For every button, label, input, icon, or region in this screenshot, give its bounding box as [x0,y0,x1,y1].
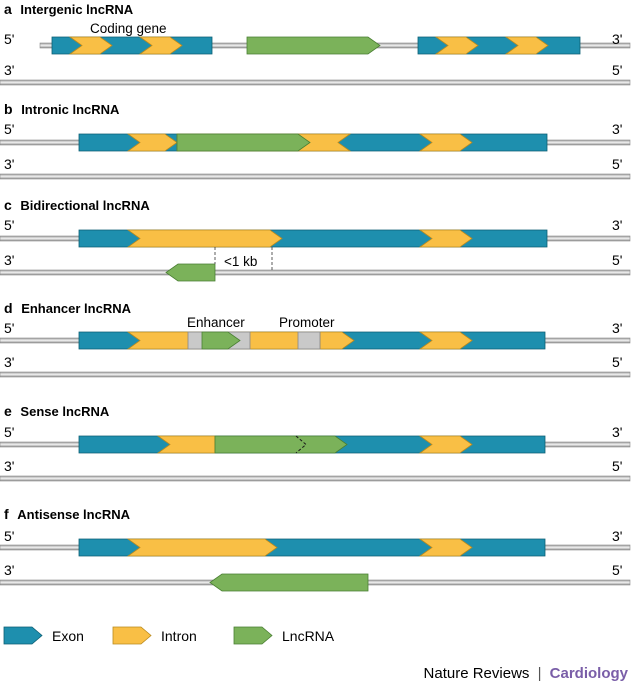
lncrna-transcript [176,133,311,152]
strand-end-5prime: 5' [612,156,622,172]
distance-label: <1 kb [224,254,257,269]
strand-end-5prime: 5' [4,217,14,233]
strand-end-5prime: 5' [612,562,622,578]
panel-d-letter: d [4,300,13,316]
antisense-strand [0,371,631,378]
strand-end-3prime: 3' [4,62,14,78]
intron-segment [138,36,183,55]
intron-segment [68,36,113,55]
strand-end-5prime: 5' [4,424,14,440]
journal-name: Nature Reviews [424,665,530,682]
panel-e-letter: e [4,403,12,419]
intron-segment [126,538,278,557]
legend-label-exon: Exon [52,628,84,644]
intron-segment [126,133,178,152]
panel-b-intronic: b Intronic lncRNA 5' 3' 3' 5' [0,101,631,180]
credit-separator: | [538,665,542,682]
panel-b-title: Intronic lncRNA [21,102,120,117]
coding-gene-left [51,36,213,55]
panel-b-letter: b [4,101,13,117]
panel-a-title: Intergenic lncRNA [20,2,133,17]
lncrna-transcript-antisense [209,573,369,592]
panel-a-intergenic: a Intergenic lncRNA Coding gene 5' 3' 3'… [0,1,631,86]
panel-f-antisense: f Antisense lncRNA 5' 3' 3' 5' [0,506,631,592]
coding-gene-right [417,36,581,55]
strand-end-5prime: 5' [612,252,622,268]
lncrna-transcript [201,331,241,350]
strand-end-3prime: 3' [4,458,14,474]
strand-end-3prime: 3' [612,320,622,336]
coding-gene-label: Coding gene [90,21,167,36]
strand-end-5prime: 5' [612,354,622,370]
exon-swatch [3,626,43,645]
exon-boundary-marker [295,435,307,454]
panel-a-letter: a [4,1,12,17]
legend-item-exon: Exon [3,626,84,645]
journal-credit: Nature Reviews | Cardiology [424,665,629,682]
panel-d-title: Enhancer lncRNA [21,301,131,316]
antisense-strand [0,79,631,86]
promoter-region [297,331,321,350]
legend-label-intron: Intron [161,628,197,644]
intron-segment [418,538,473,557]
panel-c-bidirectional: c Bidirectional lncRNA 5' 3' 3' 5' <1 kb [0,197,631,282]
legend: Exon Intron LncRNA [3,626,335,645]
legend-item-lncrna: LncRNA [233,626,335,645]
strand-end-3prime: 3' [4,252,14,268]
strand-end-3prime: 3' [612,31,622,47]
strand-end-3prime: 3' [612,121,622,137]
strand-end-5prime: 5' [4,121,14,137]
svg-text:e Sense lncRNA: e Sense lncRNA [4,403,110,419]
antisense-strand [0,173,631,180]
strand-end-5prime: 5' [4,320,14,336]
panel-c-letter: c [4,197,12,213]
promoter-label: Promoter [279,315,335,330]
intron-segment [126,229,283,248]
journal-section: Cardiology [550,665,629,682]
antisense-strand [0,269,631,276]
strand-end-3prime: 3' [612,528,622,544]
strand-end-3prime: 3' [4,562,14,578]
strand-end-5prime: 5' [4,31,14,47]
lncrna-transcript [246,36,381,55]
strand-end-5prime: 5' [612,62,622,78]
strand-end-3prime: 3' [612,424,622,440]
intron-segment [418,133,473,152]
svg-text:b Intronic lncRNA: b Intronic lncRNA [4,101,120,117]
intron-segment [504,36,549,55]
svg-text:f Antisense lncRNA: f Antisense lncRNA [4,506,131,522]
legend-label-lncrna: LncRNA [282,628,335,644]
panel-e-title: Sense lncRNA [20,404,109,419]
lncrna-transcript-antisense [165,263,216,282]
panel-f-letter: f [4,506,9,522]
intron-swatch [112,626,152,645]
intron-segment [434,36,479,55]
antisense-strand [0,475,631,482]
strand-end-3prime: 3' [4,354,14,370]
intron-segment [418,435,473,454]
strand-end-5prime: 5' [4,528,14,544]
strand-end-3prime: 3' [4,156,14,172]
svg-text:d Enhancer lncRNA: d Enhancer lncRNA [4,300,132,316]
strand-end-5prime: 5' [612,458,622,474]
intron-segment [418,229,473,248]
panel-e-sense: e Sense lncRNA 5' 3' 3' 5' [0,403,631,482]
svg-text:a Intergenic lncRNA: a Intergenic lncRNA [4,1,134,17]
lncrna-swatch [233,626,273,645]
panel-c-title: Bidirectional lncRNA [20,198,150,213]
legend-item-intron: Intron [112,626,197,645]
intron-segment [156,435,216,454]
intron-segment [418,331,473,350]
strand-end-3prime: 3' [612,217,622,233]
enhancer-label: Enhancer [187,315,245,330]
svg-text:c Bidirectional lncRNA: c Bidirectional lncRNA [4,197,150,213]
panel-f-title: Antisense lncRNA [17,507,130,522]
lncrna-transcript [214,435,348,454]
panel-d-enhancer: d Enhancer lncRNA Enhancer Promoter 5' 3… [0,300,631,378]
